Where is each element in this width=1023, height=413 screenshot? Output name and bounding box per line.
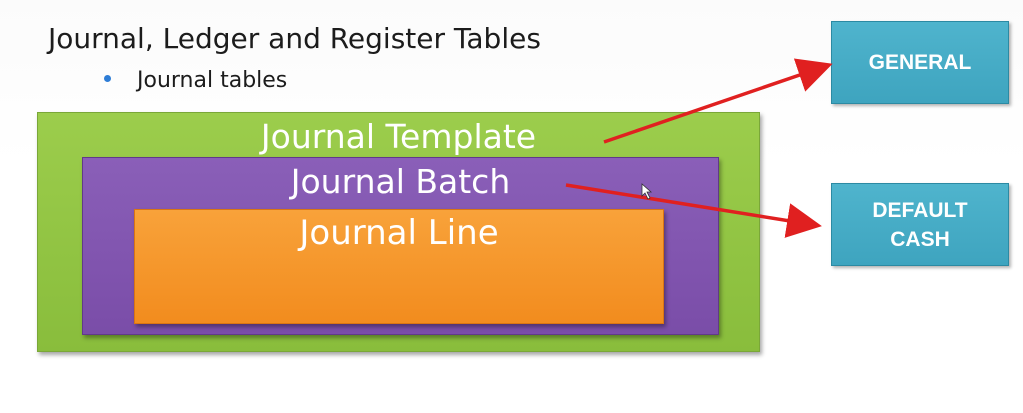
journal-line-box: Journal Line bbox=[134, 209, 664, 324]
bullet-item: Journal tables bbox=[104, 68, 287, 93]
slide-title: Journal, Ledger and Register Tables bbox=[48, 22, 541, 55]
journal-template-label: Journal Template bbox=[260, 117, 537, 156]
bullet-text: Journal tables bbox=[137, 68, 288, 93]
journal-line-label: Journal Line bbox=[299, 213, 499, 253]
journal-batch-label: Journal Batch bbox=[290, 162, 511, 201]
default-tag-label: DEFAULT bbox=[872, 198, 968, 222]
default-cash-tag: DEFAULT CASH bbox=[831, 183, 1009, 266]
batch-to-default-arrow bbox=[565, 183, 822, 238]
template-to-general-arrow bbox=[603, 58, 833, 144]
mouse-cursor-icon bbox=[641, 183, 653, 200]
bullet-dot-icon bbox=[104, 74, 111, 82]
cash-tag-label: CASH bbox=[890, 227, 950, 251]
general-tag: GENERAL bbox=[831, 21, 1009, 104]
general-tag-label: GENERAL bbox=[868, 51, 972, 74]
